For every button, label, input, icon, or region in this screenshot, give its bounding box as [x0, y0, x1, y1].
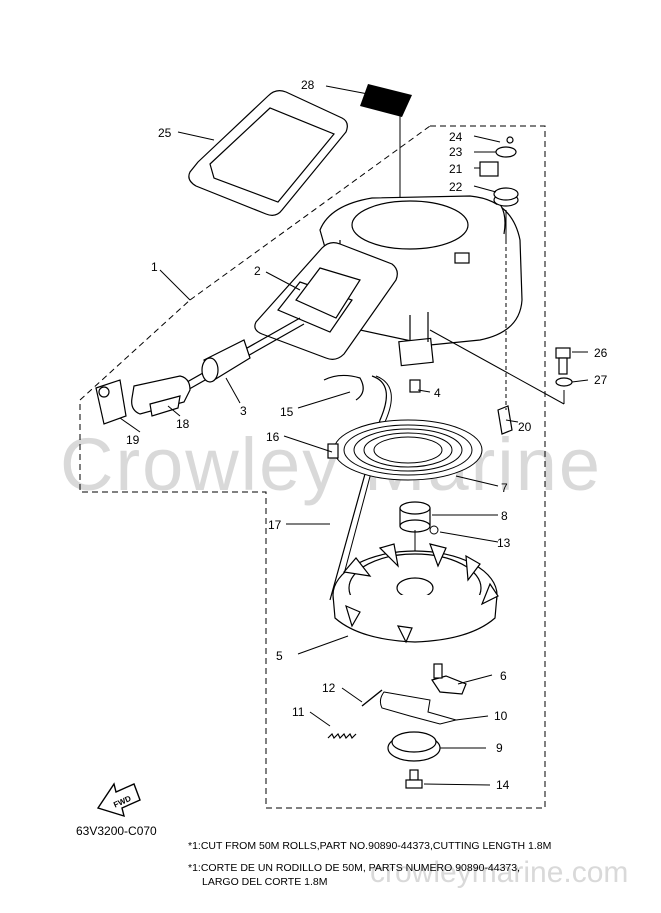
rope-guide	[201, 339, 251, 383]
callout-19: 19	[126, 433, 140, 447]
callout-9: 9	[496, 741, 503, 755]
starter-housing	[319, 195, 523, 367]
callout-1: 1	[151, 260, 158, 274]
starter-handle	[131, 375, 191, 417]
rope-17	[329, 375, 387, 601]
callout-23: 23	[449, 145, 463, 159]
note-line-1: *1:CUT FROM 50M ROLLS,PART NO.90890-4437…	[188, 840, 552, 852]
callout-8: 8	[501, 509, 508, 523]
callout-14: 14	[496, 778, 510, 792]
bushing	[399, 501, 431, 533]
callout-10: 10	[494, 709, 508, 723]
spring-12	[361, 689, 383, 707]
callout-2: 2	[254, 264, 261, 278]
callout-17: 17	[268, 518, 282, 532]
note-line-3: LARGO DEL CORTE 1.8M	[202, 876, 328, 888]
spiral-spring	[333, 419, 483, 481]
callout-22: 22	[449, 180, 463, 194]
callout-18: 18	[176, 417, 190, 431]
callout-16: 16	[266, 430, 280, 444]
callout-21: 21	[449, 162, 463, 176]
callout-4: 4	[434, 386, 441, 400]
label-decal	[360, 84, 412, 117]
center-bolt	[405, 769, 423, 789]
callout-7: 7	[501, 481, 508, 495]
note-line-2: *1:CORTE DE UN RODILLO DE 50M, PARTS NUM…	[188, 862, 521, 874]
callout-labels: 28 25 1 2 3 4 15 16 7 8 13 17 5 6 12 11 …	[126, 78, 608, 792]
callout-24: 24	[449, 130, 463, 144]
drive-plate	[387, 731, 441, 762]
hose	[323, 374, 364, 401]
watermark-url: crowleymarine.com	[370, 856, 628, 889]
callout-12: 12	[322, 681, 336, 695]
callout-6: 6	[500, 669, 507, 683]
callout-11: 11	[292, 705, 305, 719]
spring-pin	[429, 525, 439, 535]
callout-28: 28	[301, 78, 315, 92]
callout-13: 13	[497, 536, 511, 550]
handle-cover	[254, 242, 398, 360]
small-hardware	[327, 136, 573, 459]
gasket	[188, 90, 348, 216]
callout-3: 3	[240, 404, 247, 418]
callout-25: 25	[158, 126, 172, 140]
callout-26: 26	[594, 346, 608, 360]
callout-15: 15	[280, 405, 294, 419]
sheave-drum	[332, 543, 499, 644]
fwd-arrow-icon: FWD	[96, 782, 141, 818]
leader-lines	[119, 85, 589, 786]
callout-27: 27	[594, 373, 608, 387]
diagram-code: 63V3200-C070	[76, 824, 157, 838]
watermark: Crowley Marine	[60, 423, 602, 506]
handle-clip	[95, 379, 127, 425]
callout-20: 20	[518, 420, 532, 434]
return-spring	[379, 691, 458, 725]
drive-pawl	[431, 663, 467, 695]
spring-11	[327, 732, 357, 740]
assembly-boundary	[79, 125, 546, 809]
callout-5: 5	[276, 649, 283, 663]
